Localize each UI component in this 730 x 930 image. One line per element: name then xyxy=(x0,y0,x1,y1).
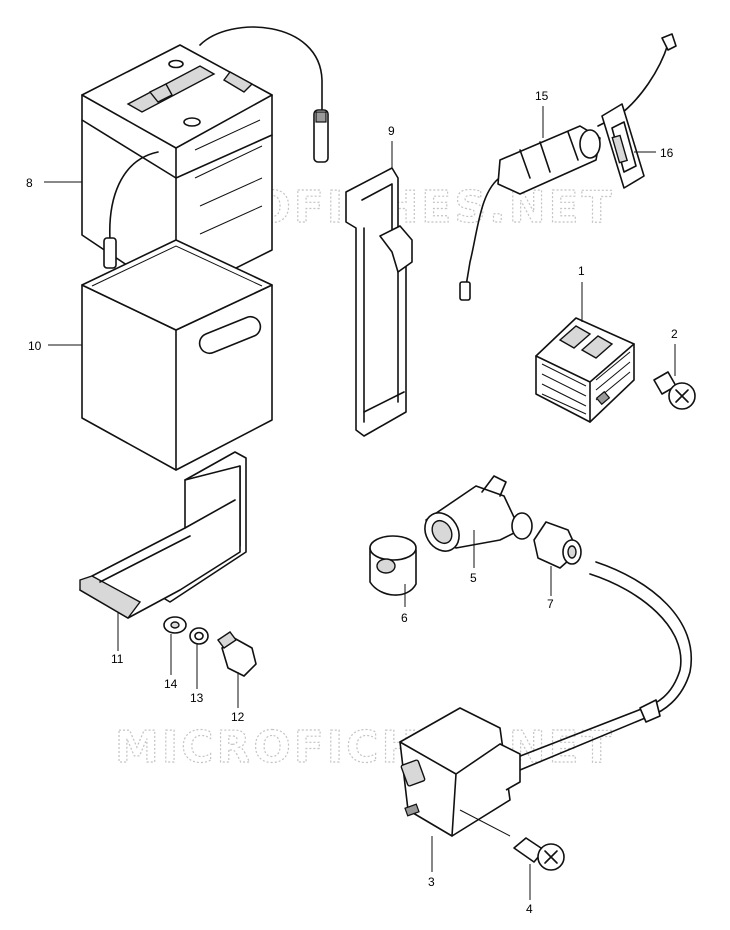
washer-part xyxy=(163,616,187,634)
callout-14: 14 xyxy=(164,677,178,691)
callout-15: 15 xyxy=(535,89,549,103)
callout-5: 5 xyxy=(470,571,477,585)
callout-16: 16 xyxy=(660,146,674,160)
watermark-bottom: MICROFICHES.NET xyxy=(115,722,615,773)
cushion-part xyxy=(369,535,417,596)
battery-holder-part xyxy=(79,451,247,619)
callout-4: 4 xyxy=(526,902,533,916)
regulator-part xyxy=(535,317,635,423)
callout-labels: 8 10 9 15 16 1 2 5 6 7 11 14 13 12 3 4 xyxy=(26,89,678,916)
callout-2: 2 xyxy=(671,327,678,341)
plug-cap-part xyxy=(424,475,533,552)
lock-washer-part xyxy=(189,627,209,645)
screw-part-4 xyxy=(513,837,565,871)
callout-7: 7 xyxy=(547,597,554,611)
fuse-holder-part xyxy=(459,33,677,301)
bolt-part xyxy=(216,631,257,677)
callout-8: 8 xyxy=(26,176,33,190)
fuse-part xyxy=(601,103,645,189)
battery-case-part xyxy=(81,239,273,471)
callout-9: 9 xyxy=(388,124,395,138)
callout-10: 10 xyxy=(28,339,42,353)
callout-13: 13 xyxy=(190,691,204,705)
callout-1: 1 xyxy=(578,264,585,278)
callout-6: 6 xyxy=(401,611,408,625)
leader-lines xyxy=(44,106,676,900)
screw-part-2 xyxy=(653,371,696,410)
ignition-coil-part xyxy=(399,707,521,837)
callout-3: 3 xyxy=(428,875,435,889)
battery-band-part xyxy=(345,167,413,437)
callout-12: 12 xyxy=(231,710,245,724)
callout-11: 11 xyxy=(111,652,124,666)
seal-part xyxy=(533,521,582,569)
high-tension-lead xyxy=(509,561,693,771)
